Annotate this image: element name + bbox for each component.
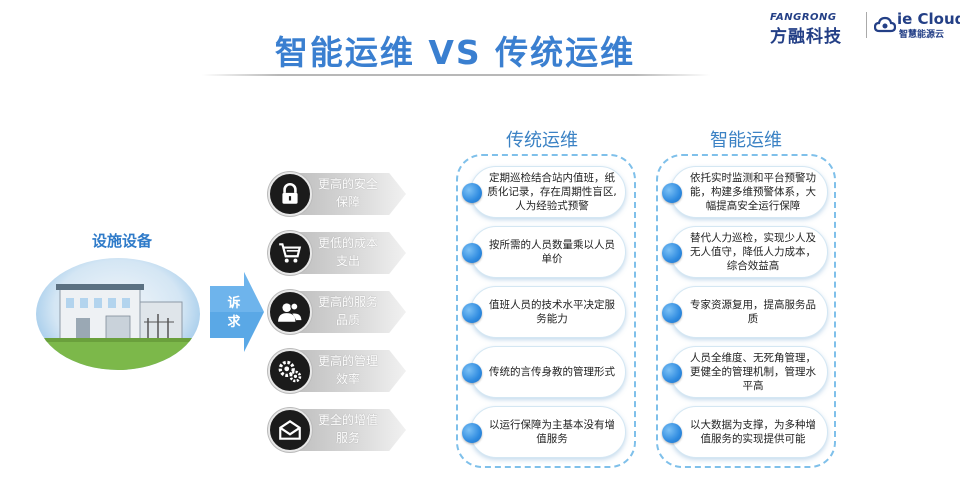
bullet-dot xyxy=(662,303,682,323)
smart-card: 依托实时监测和平台预警功能，构建多维预警体系，大幅提高安全运行保障 xyxy=(662,166,828,218)
card-text: 人员全维度、无死角管理，更健全的管理机制，管理水平高 xyxy=(690,352,816,392)
smart-card: 人员全维度、无死角管理，更健全的管理机制，管理水平高 xyxy=(662,346,828,398)
benefit-label: 更高的管理效率 xyxy=(317,354,378,386)
facility-image xyxy=(36,258,200,370)
users-icon xyxy=(278,302,303,322)
benefit-label: 更高的安全保障 xyxy=(317,177,378,209)
lock-icon xyxy=(282,183,298,204)
bullet-dot xyxy=(662,183,682,203)
smart-column: 依托实时监测和平台预警功能，构建多维预警体系，大幅提高安全运行保障 替代人力巡检… xyxy=(656,154,836,468)
card-text: 专家资源复用，提高服务品质 xyxy=(690,299,816,325)
bullet-dot xyxy=(462,183,482,203)
traditional-card: 传统的言传身教的管理形式 xyxy=(462,346,626,398)
benefit-security: 更高的安全保障 xyxy=(268,170,408,218)
bullet-dot xyxy=(662,423,682,443)
demand-arrow-icon xyxy=(210,272,264,352)
benefit-value-added: 更全的增值服务 xyxy=(268,406,408,454)
benefit-label: 更全的增值服务 xyxy=(317,413,378,445)
bullet-dot xyxy=(662,363,682,383)
smart-header: 智能运维 xyxy=(710,130,782,151)
traditional-column: 定期巡检结合站内值班，纸质化记录，存在周期性盲区,人为经验式预警 按所需的人员数… xyxy=(456,154,636,468)
card-text: 替代人力巡检，实现少人及无人值守，降低人力成本，综合效益高 xyxy=(690,232,816,272)
traditional-card: 以运行保障为主基本没有增值服务 xyxy=(462,406,626,458)
gears-icon xyxy=(278,360,302,383)
title-underline xyxy=(202,74,710,76)
benefit-efficiency: 更高的管理效率 xyxy=(268,347,408,395)
smart-card: 以大数据为支撑，为多种增值服务的实现提供可能 xyxy=(662,406,828,458)
card-text: 以运行保障为主基本没有增值服务 xyxy=(489,419,615,445)
smart-card: 替代人力巡检，实现少人及无人值守，降低人力成本，综合效益高 xyxy=(662,226,828,278)
ie-cloud-logo-en: ie Cloud xyxy=(897,10,960,28)
brand-logo-cn: 方融科技 xyxy=(770,27,842,47)
cloud-logo-icon xyxy=(874,16,896,33)
smart-card: 专家资源复用，提高服务品质 xyxy=(662,286,828,338)
facility-label: 设施设备 xyxy=(92,232,153,250)
page-title: 智能运维 VS 传统运维 xyxy=(274,33,636,72)
brand-logo-en: FANGRONG xyxy=(770,12,837,23)
demand-label: 诉求 xyxy=(227,296,241,330)
logo-divider xyxy=(866,12,867,38)
card-text: 以大数据为支撑，为多种增值服务的实现提供可能 xyxy=(690,419,816,445)
substation-illustration xyxy=(36,284,200,370)
card-text: 传统的言传身教的管理形式 xyxy=(489,366,615,378)
bullet-dot xyxy=(462,363,482,383)
envelope-icon xyxy=(279,420,301,440)
card-text: 值班人员的技术水平决定服务能力 xyxy=(489,299,615,325)
ie-cloud-logo-cn: 智慧能源云 xyxy=(899,30,945,40)
benefit-cost: 更低的成本支出 xyxy=(268,229,408,277)
benefit-service: 更高的服务品质 xyxy=(268,288,408,336)
card-text: 定期巡检结合站内值班，纸质化记录，存在周期性盲区,人为经验式预警 xyxy=(487,172,617,212)
traditional-header: 传统运维 xyxy=(506,130,578,151)
shopping-cart-icon xyxy=(279,243,302,263)
card-text: 依托实时监测和平台预警功能，构建多维预警体系，大幅提高安全运行保障 xyxy=(690,172,816,212)
traditional-card: 定期巡检结合站内值班，纸质化记录，存在周期性盲区,人为经验式预警 xyxy=(462,166,626,218)
bullet-dot xyxy=(462,243,482,263)
benefit-label: 更高的服务品质 xyxy=(317,295,378,327)
card-text: 按所需的人员数量乘以人员单价 xyxy=(489,239,615,265)
bullet-dot xyxy=(462,303,482,323)
benefit-label: 更低的成本支出 xyxy=(317,236,378,268)
bullet-dot xyxy=(462,423,482,443)
bullet-dot xyxy=(662,243,682,263)
traditional-card: 值班人员的技术水平决定服务能力 xyxy=(462,286,626,338)
traditional-card: 按所需的人员数量乘以人员单价 xyxy=(462,226,626,278)
